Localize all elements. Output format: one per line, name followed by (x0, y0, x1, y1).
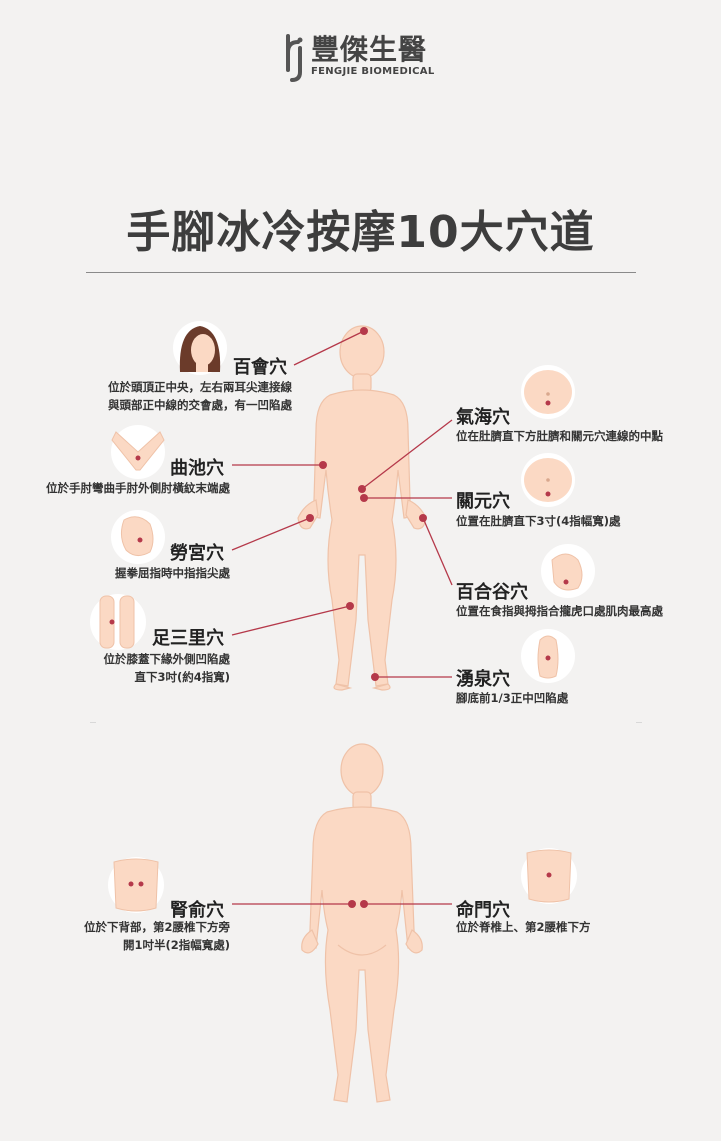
point-desc-yongquan: 腳底前1/3正中凹陷處 (456, 691, 569, 705)
lower-back-icon (108, 857, 164, 913)
point-desc-zusanli: 位於膝蓋下緣外側凹陷處 直下3吋(約4指寬) (103, 652, 231, 684)
acupoint-dots (306, 327, 427, 908)
point-desc-laogong: 握拳屈指時中指指尖處 (115, 566, 230, 580)
belly-icon (521, 365, 575, 419)
point-name-zusanli: 足三里穴 (152, 628, 224, 649)
point-name-laogong: 勞宮穴 (170, 543, 224, 564)
front-body-figure (297, 325, 427, 691)
hand-icon (541, 544, 595, 598)
brand-logo: 豐傑生醫 FENGJIE BIOMEDICAL (0, 24, 721, 84)
palm-icon (111, 510, 165, 564)
point-desc-qihai: 位在肚臍直下方肚臍和關元穴連線的中點 (456, 429, 663, 443)
brand-name-cn: 豐傑生醫 (311, 33, 428, 66)
page-title: 手腳冰冷按摩10大穴道 (126, 207, 595, 258)
section-mark (636, 722, 642, 723)
title-divider (86, 272, 636, 273)
point-desc-guanyuan: 位置在肚臍直下3寸(4指幅寬)處 (456, 514, 621, 528)
point-name-guanyuan: 關元穴 (456, 491, 510, 512)
point-desc-mingmen: 位於脊椎上、第2腰椎下方 (456, 920, 591, 934)
leader-lines (231, 330, 453, 905)
point-name-quchi: 曲池穴 (170, 458, 224, 479)
point-name-mingmen: 命門穴 (456, 900, 510, 921)
point-name-baihui: 百會穴 (233, 357, 287, 378)
brand-name-en: FENGJIE BIOMEDICAL (311, 66, 435, 77)
head-icon (173, 321, 227, 375)
point-desc-hegu: 位置在食指與拇指合攏虎口處肌肉最高處 (456, 604, 663, 618)
point-name-shenshu: 腎俞穴 (170, 900, 224, 921)
point-desc-shenshu: 位於下背部，第2腰椎下方旁 開1吋半(2指幅寬處) (83, 920, 230, 952)
foot-icon (521, 629, 575, 683)
point-desc-quchi: 位於手肘彎曲手肘外側肘橫紋末端處 (46, 481, 230, 495)
section-mark (90, 722, 96, 723)
lower-back-icon (521, 848, 577, 904)
brand-mark-icon (286, 34, 303, 82)
belly-icon (521, 453, 575, 507)
point-name-qihai: 氣海穴 (456, 407, 510, 428)
point-name-yongquan: 湧泉穴 (456, 669, 510, 690)
knee-icon (90, 594, 146, 650)
back-body-figure (301, 743, 423, 1103)
point-name-hegu: 百合谷穴 (456, 582, 528, 603)
point-desc-baihui: 位於頭頂正中央，左右兩耳尖連接線 與頭部正中線的交會處，有一凹陷處 (108, 380, 292, 412)
elbow-icon (111, 425, 165, 479)
